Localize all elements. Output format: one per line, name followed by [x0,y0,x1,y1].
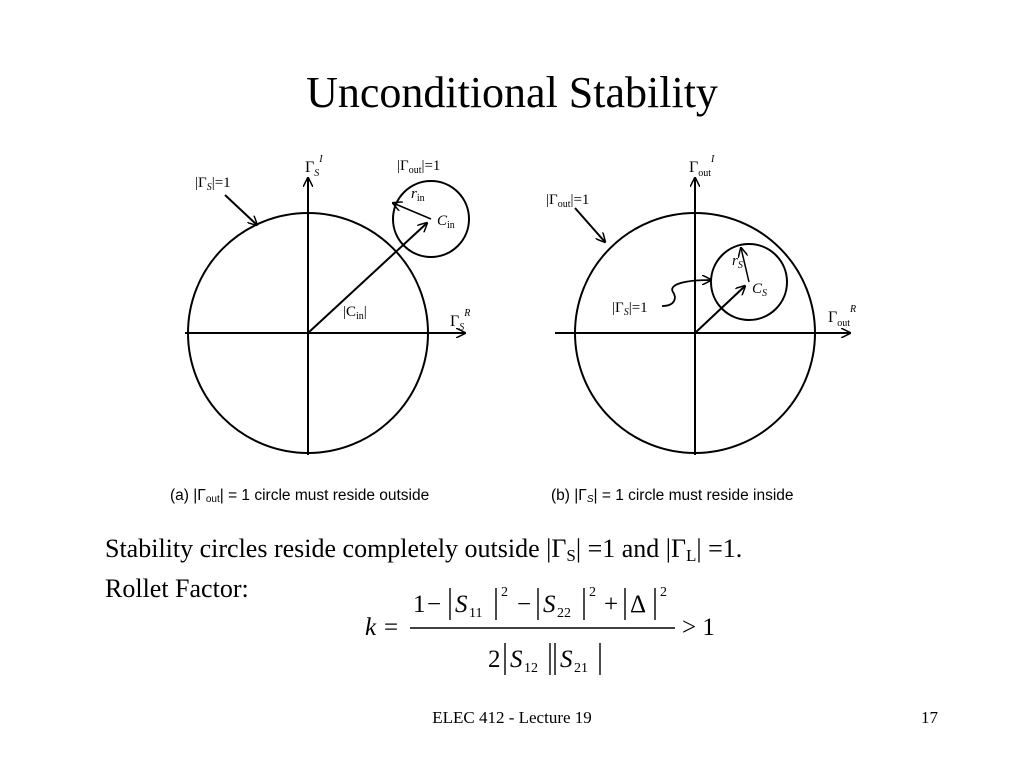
panel-b-y-axis-label: ΓoutI [689,154,715,179]
panel-a-center-label: Cin [437,213,455,231]
formula-lhs: k = [365,614,399,641]
panel-a-small-circle-label: |Γout|=1 [397,158,440,176]
panel-b-center-label: CS [752,281,767,299]
panel-b-x-axis-label: ΓoutR [828,304,856,329]
formula-rhs: > 1 [682,614,715,641]
panel-b-center-vector [694,286,745,334]
panel-a-pointer-arrow [224,194,257,225]
formula-abs-bars [449,588,656,675]
panel-b-pointer-arrow [574,207,605,242]
panel-b-outer-circle-label: |Γout|=1 [546,192,589,210]
panel-a-vector-label: |Cin| [343,304,367,322]
panel-a-radius-label: rin [411,186,425,204]
panel-a-unit-circle [187,212,429,454]
panel-a-radius-vector [393,203,432,220]
panel-a: ΓSI ΓSR |ΓS|=1 |Γout|=1 rin Cin |Cin| [185,154,470,455]
rollet-factor-formula: k = 1 − S 11 2 − S 22 2 + Δ 2 2 S 12 S 2… [365,580,715,678]
stability-statement: Stability circles reside completely outs… [105,534,743,565]
panel-a-stability-circle [392,180,470,258]
formula-denominator: 2 S 12 S 21 [488,646,588,678]
stability-circles-figure: ΓSI ΓSR |ΓS|=1 |Γout|=1 rin Cin |Cin| [185,154,856,455]
panel-b-squiggle-arrow [661,280,711,307]
panel-b-small-circle-label: |ΓS|=1 [612,300,648,318]
panel-a-x-axis-label: ΓSR [450,308,470,333]
slide-title: Unconditional Stability [306,68,718,117]
rollet-factor-label: Rollet Factor: [105,574,249,603]
formula-numerator: 1 − S 11 2 − S 22 2 + Δ 2 [413,580,667,623]
panel-b-radius-vector [741,248,750,283]
caption-a: (a) |Γout| = 1 circle must reside outsid… [170,487,430,505]
panel-a-y-axis-label: ΓSI [305,154,323,179]
panel-b: ΓoutI ΓoutR |Γout|=1 |ΓS|=1 rS CS [546,154,856,455]
caption-b: (b) |ΓS| = 1 circle must reside inside [551,487,794,505]
footer-lecture: ELEC 412 - Lecture 19 [432,708,592,727]
panel-b-unit-circle [574,212,816,454]
page-number: 17 [921,708,938,727]
panel-a-outer-circle-label: |ΓS|=1 [195,175,231,193]
panel-a-center-vector [307,223,427,334]
panel-b-radius-label: rS [732,253,743,271]
